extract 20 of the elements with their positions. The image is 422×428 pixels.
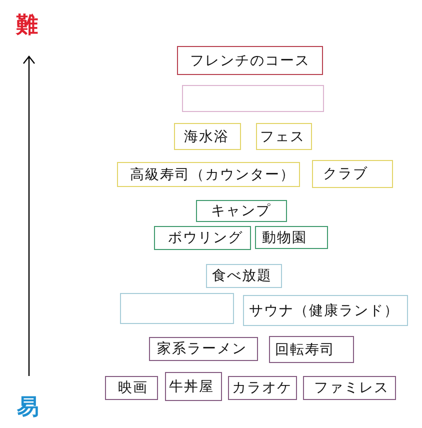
activity-box: 動物園 xyxy=(255,226,328,249)
activity-box: カラオケ xyxy=(228,376,297,400)
scale-label: 難 xyxy=(16,14,38,38)
activity-box: キャンプ xyxy=(196,200,287,222)
activity-box: サウナ（健康ランド） xyxy=(243,295,408,326)
activity-box: フレンチのコース xyxy=(177,46,323,75)
activity-box: 海水浴 xyxy=(174,123,241,150)
empty-box xyxy=(182,85,324,112)
activity-box: 食べ放題 xyxy=(206,264,282,288)
scale-label: 易 xyxy=(17,396,39,420)
activity-box: フェス xyxy=(256,123,312,150)
empty-box xyxy=(120,293,234,324)
activity-box: 家系ラーメン xyxy=(149,337,258,361)
activity-box: 高級寿司（カウンター） xyxy=(117,162,300,187)
activity-box: ファミレス xyxy=(303,376,396,400)
activity-box: 牛丼屋 xyxy=(165,372,222,401)
activity-box: 回転寿司 xyxy=(269,336,354,363)
activity-box: ボウリング xyxy=(154,226,251,250)
activity-box: 映画 xyxy=(105,376,158,400)
activity-box: クラブ xyxy=(312,160,393,188)
